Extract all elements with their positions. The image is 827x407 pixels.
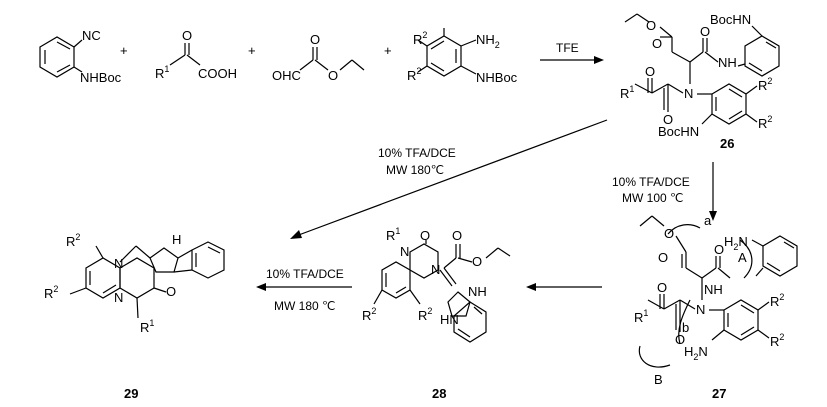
c26-n-label: N <box>684 86 693 101</box>
c26-keto-o: O <box>663 112 673 127</box>
c26-ester-o: O <box>646 18 656 33</box>
isocyanide-nhboc-label: NHBoc <box>80 70 122 85</box>
c26-amide-o: O <box>700 24 710 39</box>
compound-28: R1 O N N R2 R2 O O NH HN 28 <box>362 226 511 401</box>
reactant-glyoxylate: OHC O O <box>272 32 365 83</box>
diamine-nhboc-label: NHBoc <box>476 70 518 85</box>
ketoacid-r1-label: R1 <box>155 64 169 81</box>
plus-sign-3: + <box>384 43 392 58</box>
c27-h2n-top: H2N <box>724 234 748 252</box>
c27-ester-o2: O <box>658 250 668 265</box>
compound-29: N N O R1 R2 R2 H 29 <box>44 232 225 401</box>
condition-down-line2: MW 100 ℃ <box>622 191 684 205</box>
c28-n-label: N <box>431 262 440 277</box>
c29-r2-top: R2 <box>66 232 80 249</box>
diamine-r2-top: R2 <box>413 30 427 47</box>
diamine-nh2-label: NH2 <box>476 32 500 50</box>
condition-step1: TFE <box>556 41 579 55</box>
c27-path-A: A <box>738 250 747 265</box>
compound-27: O O O NH H2N a A N O O <box>634 213 798 401</box>
arrow-down: 10% TFA/DCE MW 100 ℃ <box>612 162 717 221</box>
c27-r2-bottom: R2 <box>770 332 784 349</box>
c27-n-label: N <box>696 302 705 317</box>
c27-amide-o: O <box>714 242 724 257</box>
condition-down-line1: 10% TFA/DCE <box>612 175 690 189</box>
c27-r2-top: R2 <box>770 292 784 309</box>
plus-sign-1: + <box>120 43 128 58</box>
c28-ester-o: O <box>452 228 462 243</box>
c26-r1-label: R1 <box>620 84 634 101</box>
condition-direct-line1: 10% TFA/DCE <box>378 146 456 160</box>
c26-acyl-o: O <box>645 64 655 79</box>
compound-26: O O O NH BocHN N O O R1 <box>620 12 780 151</box>
c26-r2-top: R2 <box>758 76 772 93</box>
condition-direct-line2: MW 180℃ <box>386 163 444 177</box>
c26-ester-o2: O <box>652 36 662 51</box>
reactant-diamine: R2 R2 NH2 NHBoc <box>407 28 518 85</box>
c29-n-label: N <box>114 256 123 271</box>
c27-acyl-o: O <box>657 280 667 295</box>
c28-r2-right: R2 <box>418 306 432 323</box>
plus-sign-2: + <box>248 43 256 58</box>
c26-bochn-top: BocHN <box>710 12 751 27</box>
arrow-step1: TFE <box>540 41 604 64</box>
arrow-27-to-28 <box>526 283 602 291</box>
c27-r1-label: R1 <box>634 308 648 325</box>
c27-path-B: B <box>654 372 663 387</box>
c27-keto-o: O <box>675 332 685 347</box>
compound-28-label: 28 <box>432 386 446 401</box>
c26-nh-label: NH <box>718 55 737 70</box>
c27-path-a: a <box>704 213 712 228</box>
c28-r1-label: R1 <box>386 226 400 243</box>
c28-nh-label: NH <box>468 284 487 299</box>
glyoxylate-o-label: O <box>310 32 320 47</box>
c26-bochn-bottom: BocHN <box>658 124 699 139</box>
c27-path-b: b <box>682 320 689 335</box>
c28-n2-label: N <box>400 244 409 259</box>
c29-r1-label: R1 <box>140 318 154 335</box>
c28-r2-left: R2 <box>362 306 376 323</box>
ketoacid-cooh-label: COOH <box>198 66 237 81</box>
glyoxylate-ohc-label: OHC <box>272 68 301 83</box>
c28-ester-o2: O <box>472 254 482 269</box>
compound-26-label: 26 <box>720 136 734 151</box>
compound-27-label: 27 <box>712 386 726 401</box>
c29-nh-label: H <box>172 232 181 247</box>
c29-o-label: O <box>166 284 176 299</box>
c29-r2-bottom: R2 <box>44 284 58 301</box>
c28-ketone-o: O <box>420 228 430 243</box>
c26-r2-bottom: R2 <box>758 114 772 131</box>
condition-final-line1: 10% TFA/DCE <box>266 267 344 281</box>
glyoxylate-o-ester: O <box>328 68 338 83</box>
condition-final-line2: MW 180 ℃ <box>274 299 336 313</box>
compound-29-label: 29 <box>124 386 138 401</box>
isocyanide-nc-label: NC <box>82 28 101 43</box>
c27-h2n-bottom: H2N <box>684 344 708 362</box>
c27-nh-label: NH <box>704 282 723 297</box>
arrow-direct: 10% TFA/DCE MW 180℃ <box>290 119 608 239</box>
ketoacid-o-label: O <box>182 28 192 43</box>
reactant-isocyanide: NC NHBoc <box>39 28 122 85</box>
reactant-ketoacid: O R1 COOH <box>155 28 237 81</box>
diamine-r2-bottom: R2 <box>407 66 421 83</box>
arrow-28-to-29: 10% TFA/DCE MW 180 ℃ <box>256 267 352 313</box>
c29-n2-label: N <box>114 290 123 305</box>
